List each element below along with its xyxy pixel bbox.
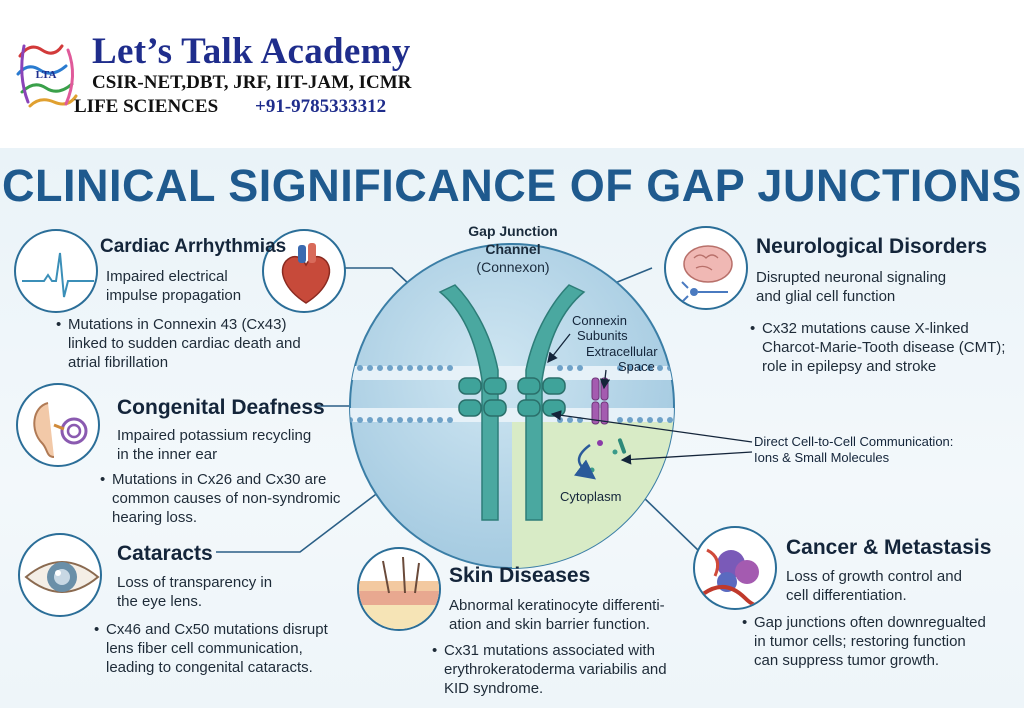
label-connexin-2: Subunits (577, 328, 628, 343)
cataracts-desc-2: the eye lens. (117, 593, 203, 610)
brand-title: Let’s Talk Academy (92, 31, 411, 72)
cataracts-desc-1: Loss of transparency in (117, 574, 273, 591)
brand-subject: LIFE SCIENCES (74, 96, 219, 117)
neuro-bullet-3: role in epilepsy and stroke (762, 358, 937, 375)
connexon-right (525, 284, 586, 521)
skin-layers-icon (357, 547, 441, 631)
eye-icon (18, 533, 102, 617)
infographic-title: CLINICAL SIGNIFICANCE OF GAP JUNCTIONS (2, 160, 1022, 211)
cancer-title: Cancer & Metastasis (786, 536, 992, 559)
neuro-desc-2: and glial cell function (756, 288, 896, 305)
heart-icon (262, 229, 346, 313)
label-extracellular-2: Space (618, 359, 655, 374)
cardiac-title: Cardiac Arrhythmias (100, 236, 287, 257)
deafness-bullet-3: hearing loss. (112, 509, 198, 526)
connexon-left (438, 284, 499, 521)
deafness-bullet-1: Mutations in Cx26 and Cx30 are (100, 470, 326, 489)
cardiac-bullet-3: atrial fibrillation (68, 354, 169, 371)
cataracts-title: Cataracts (117, 542, 213, 565)
cardiac-bullet-2: linked to sudden cardiac death and (68, 335, 301, 352)
center-title: Gap Junction Channel (Connexon) (450, 222, 576, 276)
tumor-cells-icon (693, 526, 777, 610)
brand-phone: +91-9785333312 (255, 96, 387, 117)
cardiac-bullet-1: Mutations in Connexin 43 (Cx43) (56, 315, 286, 334)
neuro-bullet-1: Cx32 mutations cause X-linked (750, 319, 969, 338)
header: LTA Let’s Talk Academy CSIR-NET,DBT, JRF… (0, 0, 1024, 148)
deafness-bullet-2: common causes of non-syndromic (112, 490, 341, 507)
center-title-line2: Channel (485, 241, 541, 257)
deafness-desc-1: Impaired potassium recycling (117, 427, 312, 444)
deafness-desc-2: in the inner ear (117, 446, 218, 463)
cataracts-bullet-1: Cx46 and Cx50 mutations disrupt (94, 620, 328, 639)
cataracts-bullet-2: lens fiber cell communication, (106, 640, 303, 657)
neuro-title: Neurological Disorders (756, 235, 988, 258)
cardiac-desc-2: impulse propagation (106, 287, 242, 304)
label-direct-communication-1: Direct Cell-to-Cell Communication: (754, 434, 954, 449)
brain-neuron-icon (664, 226, 748, 310)
skin-desc-2: ation and skin barrier function. (449, 616, 650, 633)
cancer-desc-2: cell differentiation. (786, 587, 907, 604)
deafness-title: Congenital Deafness (117, 396, 325, 419)
center-title-line1: Gap Junction (468, 223, 558, 239)
skin-bullet-1: Cx31 mutations associated with (432, 641, 655, 660)
label-extracellular-1: Extracellular (586, 344, 658, 359)
skin-desc-1: Abnormal keratinocyte differenti- (449, 597, 665, 614)
cancer-bullet-2: in tumor cells; restoring function (754, 633, 966, 650)
label-connexin-1: Connexin (572, 313, 627, 328)
skin-bullet-3: KID syndrome. (444, 680, 544, 697)
center-subtitle: (Connexon) (476, 259, 550, 275)
academy-logo: LTA (16, 44, 78, 108)
label-direct-communication-2: Ions & Small Molecules (754, 450, 890, 465)
logo-text: LTA (36, 69, 57, 81)
cancer-bullet-3: can suppress tumor growth. (754, 652, 940, 669)
ear-icon (16, 383, 100, 467)
cancer-desc-1: Loss of growth control and (786, 568, 962, 585)
cancer-bullet-1: Gap junctions often downregualted (742, 613, 986, 632)
cataracts-bullet-3: leading to congenital cataracts. (106, 659, 313, 676)
brand-exams: CSIR-NET,DBT, JRF, IIT-JAM, ICMR (92, 72, 412, 93)
cardiac-desc-1: Impaired electrical (106, 268, 228, 285)
ecg-icon (14, 229, 98, 313)
skin-title: Skin Diseases (449, 564, 591, 587)
neuro-bullet-2: Charcot-Marie-Tooth disease (CMT); (762, 339, 1006, 356)
label-cytoplasm: Cytoplasm (560, 489, 622, 504)
skin-bullet-2: erythrokeratoderma variabilis and (444, 661, 667, 678)
neuro-desc-1: Disrupted neuronal signaling (756, 269, 947, 286)
